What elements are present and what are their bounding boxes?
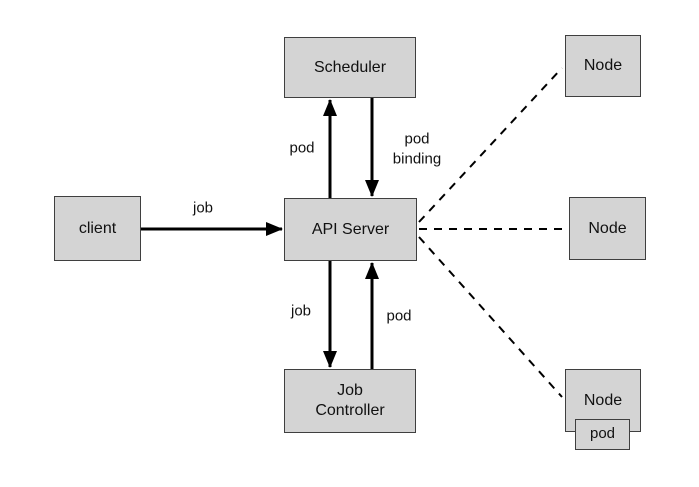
scheduler-box: Scheduler xyxy=(284,37,416,98)
edge-label-job-client-to-api: job xyxy=(192,199,214,217)
edge-api-to-node-bottom xyxy=(418,236,563,398)
node-box-middle: Node xyxy=(569,197,646,260)
edge-label-pod-api-to-scheduler: pod xyxy=(289,139,315,157)
edge-label-pod-job-controller-to-api: pod xyxy=(386,307,412,325)
client-box: client xyxy=(54,196,141,261)
pod-box: pod xyxy=(575,419,630,450)
edge-label-pod-binding: pod binding xyxy=(392,130,442,168)
api-server-box: API Server xyxy=(284,198,417,261)
node-box-top: Node xyxy=(565,35,641,97)
job-controller-box: Job Controller xyxy=(284,369,416,433)
edge-api-to-node-top xyxy=(418,67,563,223)
edge-label-job-api-to-job-controller: job xyxy=(290,302,312,320)
